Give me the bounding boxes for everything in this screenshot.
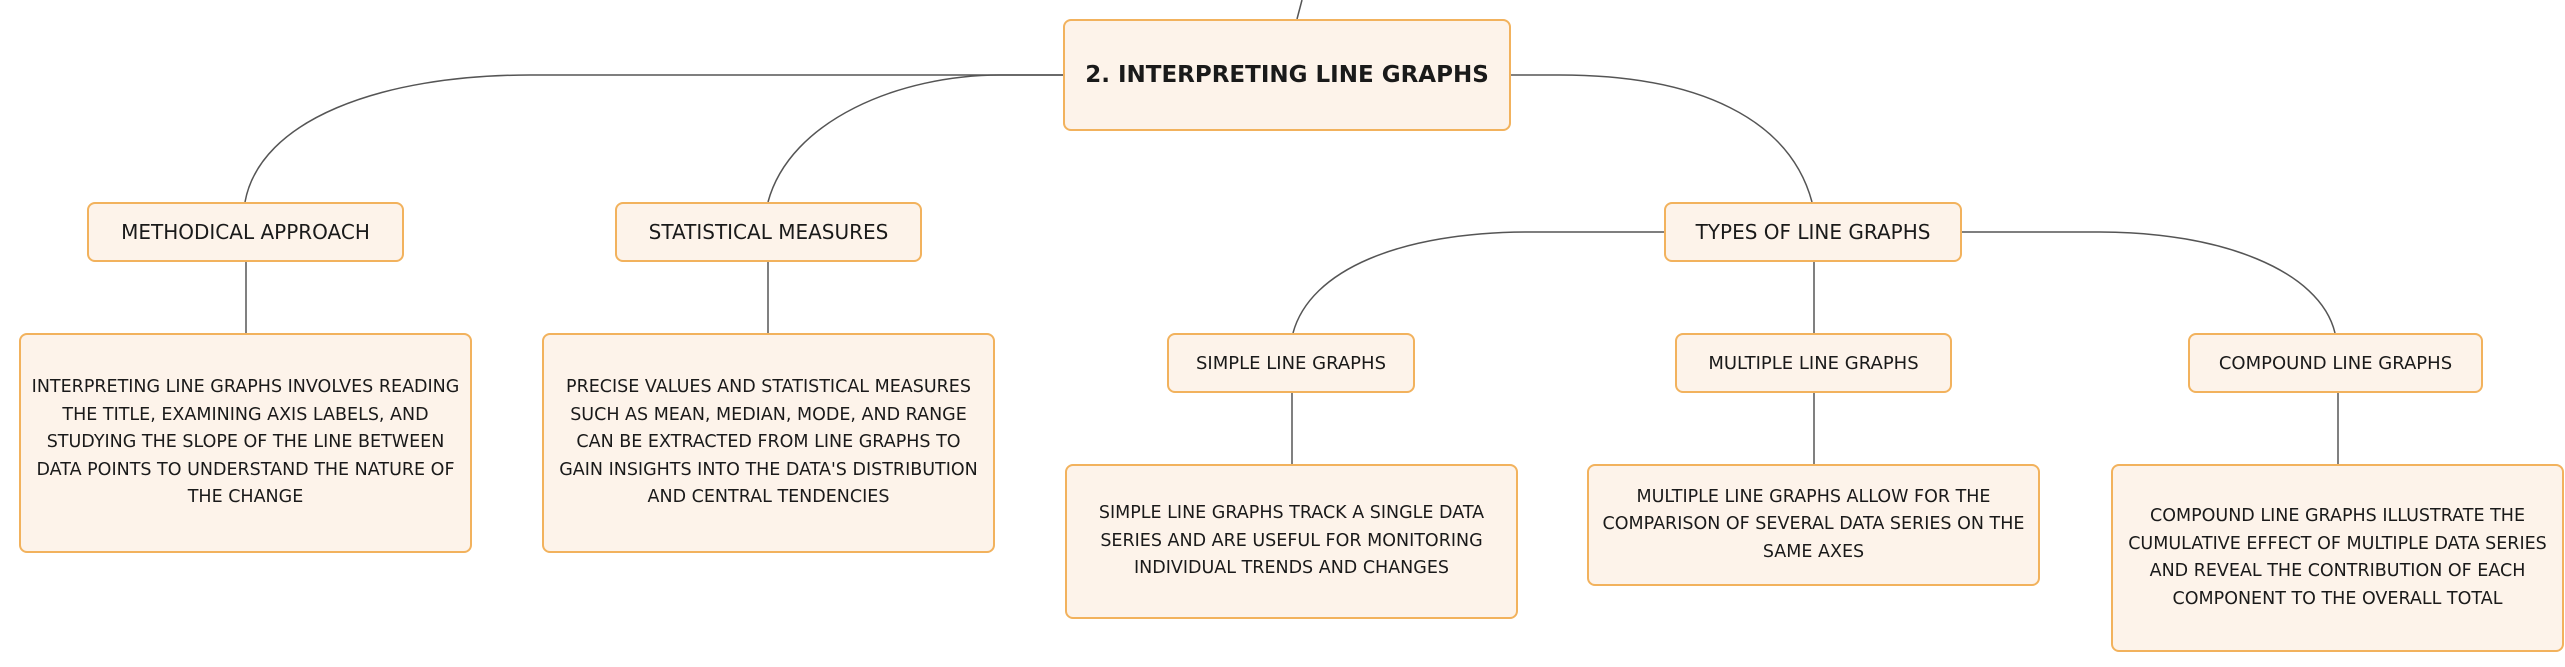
desc-statistical-measures-text: PRECISE VALUES AND STATISTICAL MEASURES … [559, 377, 978, 508]
node-statistical-measures[interactable]: STATISTICAL MEASURES [615, 202, 922, 262]
node-simple-line-graphs-label: SIMPLE LINE GRAPHS [1196, 352, 1386, 374]
connector-root-parent [1296, 0, 1303, 20]
node-methodical-approach-label: METHODICAL APPROACH [121, 220, 370, 244]
desc-compound-line-graphs[interactable]: COMPOUND LINE GRAPHS ILLUSTRATE THE CUMU… [2111, 464, 2564, 652]
desc-compound-line-graphs-text: COMPOUND LINE GRAPHS ILLUSTRATE THE CUMU… [2128, 506, 2547, 609]
connector-root-types [1511, 74, 1813, 203]
desc-methodical-approach[interactable]: INTERPRETING LINE GRAPHS INVOLVES READIN… [19, 333, 472, 553]
connector-types-compound [1962, 231, 2336, 334]
node-types-of-line-graphs[interactable]: TYPES OF LINE GRAPHS [1664, 202, 1962, 262]
desc-multiple-line-graphs-text: MULTIPLE LINE GRAPHS ALLOW FOR THE COMPA… [1602, 486, 2025, 562]
node-types-of-line-graphs-label: TYPES OF LINE GRAPHS [1695, 220, 1931, 244]
desc-simple-line-graphs[interactable]: SIMPLE LINE GRAPHS TRACK A SINGLE DATA S… [1065, 464, 1518, 619]
connector-root-statistical [767, 74, 1063, 203]
desc-simple-line-graphs-text: SIMPLE LINE GRAPHS TRACK A SINGLE DATA S… [1098, 503, 1485, 579]
desc-statistical-measures[interactable]: PRECISE VALUES AND STATISTICAL MEASURES … [542, 333, 995, 553]
node-methodical-approach[interactable]: METHODICAL APPROACH [87, 202, 404, 262]
node-compound-line-graphs[interactable]: COMPOUND LINE GRAPHS [2188, 333, 2483, 393]
node-multiple-line-graphs[interactable]: MULTIPLE LINE GRAPHS [1675, 333, 1952, 393]
node-compound-line-graphs-label: COMPOUND LINE GRAPHS [2218, 352, 2453, 374]
connector-types-simple [1292, 231, 1664, 334]
desc-multiple-line-graphs[interactable]: MULTIPLE LINE GRAPHS ALLOW FOR THE COMPA… [1587, 464, 2040, 586]
root-node-label: 2. INTERPRETING LINE GRAPHS [1085, 62, 1489, 88]
node-statistical-measures-label: STATISTICAL MEASURES [648, 220, 889, 244]
connector-root-methodical [244, 74, 1063, 203]
node-multiple-line-graphs-label: MULTIPLE LINE GRAPHS [1708, 352, 1919, 374]
desc-methodical-approach-text: INTERPRETING LINE GRAPHS INVOLVES READIN… [31, 377, 460, 508]
root-node[interactable]: 2. INTERPRETING LINE GRAPHS [1063, 19, 1511, 131]
node-simple-line-graphs[interactable]: SIMPLE LINE GRAPHS [1167, 333, 1415, 393]
